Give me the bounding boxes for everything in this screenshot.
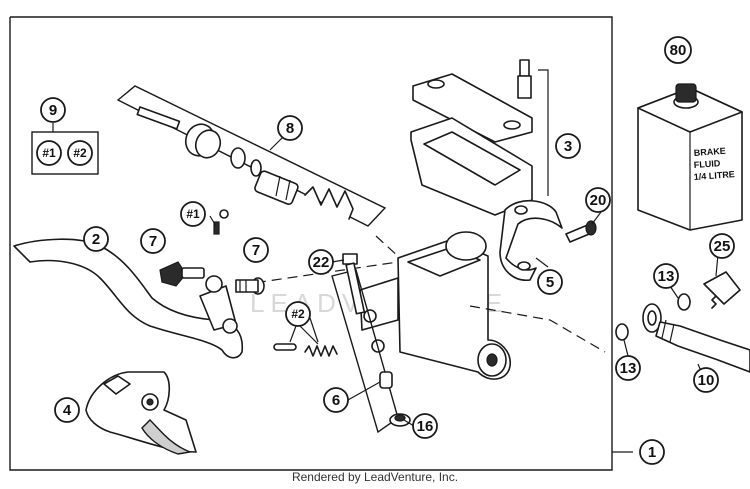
callout-2: 2 xyxy=(83,226,109,252)
master-cylinder-body xyxy=(359,231,511,380)
svg-text:25: 25 xyxy=(714,238,731,255)
svg-text:9: 9 xyxy=(49,102,57,119)
assembly-frame xyxy=(9,16,613,471)
callout-20: 20 xyxy=(585,187,611,213)
piston-kit xyxy=(116,85,387,227)
svg-text:2: 2 xyxy=(92,231,100,248)
svg-text:3: 3 xyxy=(564,138,572,155)
svg-text:13: 13 xyxy=(658,268,675,285)
routing-line-lever xyxy=(239,261,399,286)
callout-7-left: 7 xyxy=(140,228,166,254)
svg-text:7: 7 xyxy=(252,242,260,259)
svg-text:8: 8 xyxy=(286,120,294,137)
svg-text:#1: #1 xyxy=(186,207,200,221)
kit-legend: #1 #2 xyxy=(31,123,99,175)
callout-6: 6 xyxy=(323,387,349,413)
routing-line-hose xyxy=(469,305,606,353)
callout-16: 16 xyxy=(412,413,438,439)
callout-13-lower: 13 xyxy=(615,355,641,381)
fluid-label-volume: 1/4 LITRE xyxy=(693,169,735,182)
svg-text:13: 13 xyxy=(620,360,637,377)
callout-kit-1: #1 xyxy=(180,201,206,227)
svg-text:10: 10 xyxy=(698,372,715,389)
pivot-bolt-group xyxy=(331,253,411,434)
callout-8: 8 xyxy=(277,115,303,141)
fluid-label-brake: BRAKE xyxy=(693,146,726,158)
kit-box-2-label: #2 xyxy=(73,146,87,160)
reservoir-cover xyxy=(410,59,549,216)
svg-text:1: 1 xyxy=(648,444,656,461)
brake-fluid-can: BRAKE FLUID 1/4 LITRE xyxy=(637,83,743,231)
brake-hose-assembly xyxy=(615,271,750,373)
callout-3: 3 xyxy=(555,133,581,159)
brake-lever xyxy=(13,238,244,359)
lever-guard xyxy=(85,371,197,455)
callout-5: 5 xyxy=(537,269,563,295)
callout-kit-2: #2 xyxy=(285,301,311,327)
kit-box-1-label: #1 xyxy=(42,146,56,160)
svg-text:16: 16 xyxy=(417,418,434,435)
routing-line-cover xyxy=(375,235,401,259)
callout-7-right: 7 xyxy=(243,237,269,263)
pushrod-kit-2 xyxy=(273,325,338,357)
lever-adjuster xyxy=(159,209,265,295)
svg-text:20: 20 xyxy=(590,192,607,209)
callout-1: 1 xyxy=(639,439,665,465)
callout-9: 9 xyxy=(40,97,66,123)
callout-80: 80 xyxy=(664,36,692,64)
svg-text:#2: #2 xyxy=(291,307,305,321)
callout-13-upper: 13 xyxy=(653,263,679,289)
svg-text:22: 22 xyxy=(313,254,330,271)
callout-22: 22 xyxy=(308,249,334,275)
callout-25: 25 xyxy=(709,233,735,259)
svg-text:80: 80 xyxy=(670,42,687,59)
callout-10: 10 xyxy=(693,367,719,393)
fluid-label-fluid: FLUID xyxy=(693,158,721,170)
svg-text:4: 4 xyxy=(63,402,72,419)
svg-text:5: 5 xyxy=(546,274,554,291)
svg-text:7: 7 xyxy=(149,233,157,250)
footer-credit: Rendered by LeadVenture, Inc. xyxy=(291,470,459,484)
handlebar-clamp xyxy=(499,199,597,281)
svg-text:6: 6 xyxy=(332,392,340,409)
callout-4: 4 xyxy=(54,397,80,423)
